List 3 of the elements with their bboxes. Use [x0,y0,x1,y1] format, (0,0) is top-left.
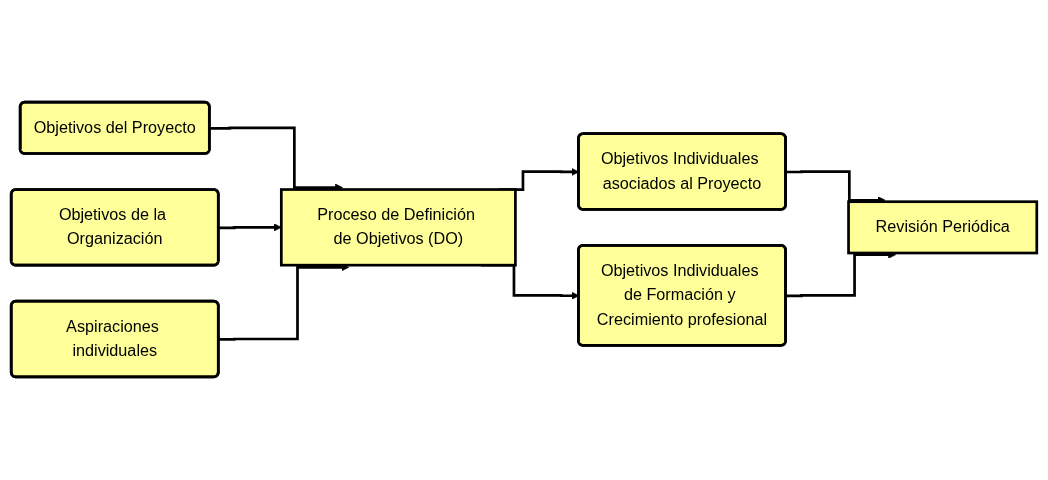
node-box: Revisión Periódica [847,200,1039,255]
node-box: Proceso de Definición de Objetivos (DO) [279,188,517,267]
arrow [218,223,282,232]
